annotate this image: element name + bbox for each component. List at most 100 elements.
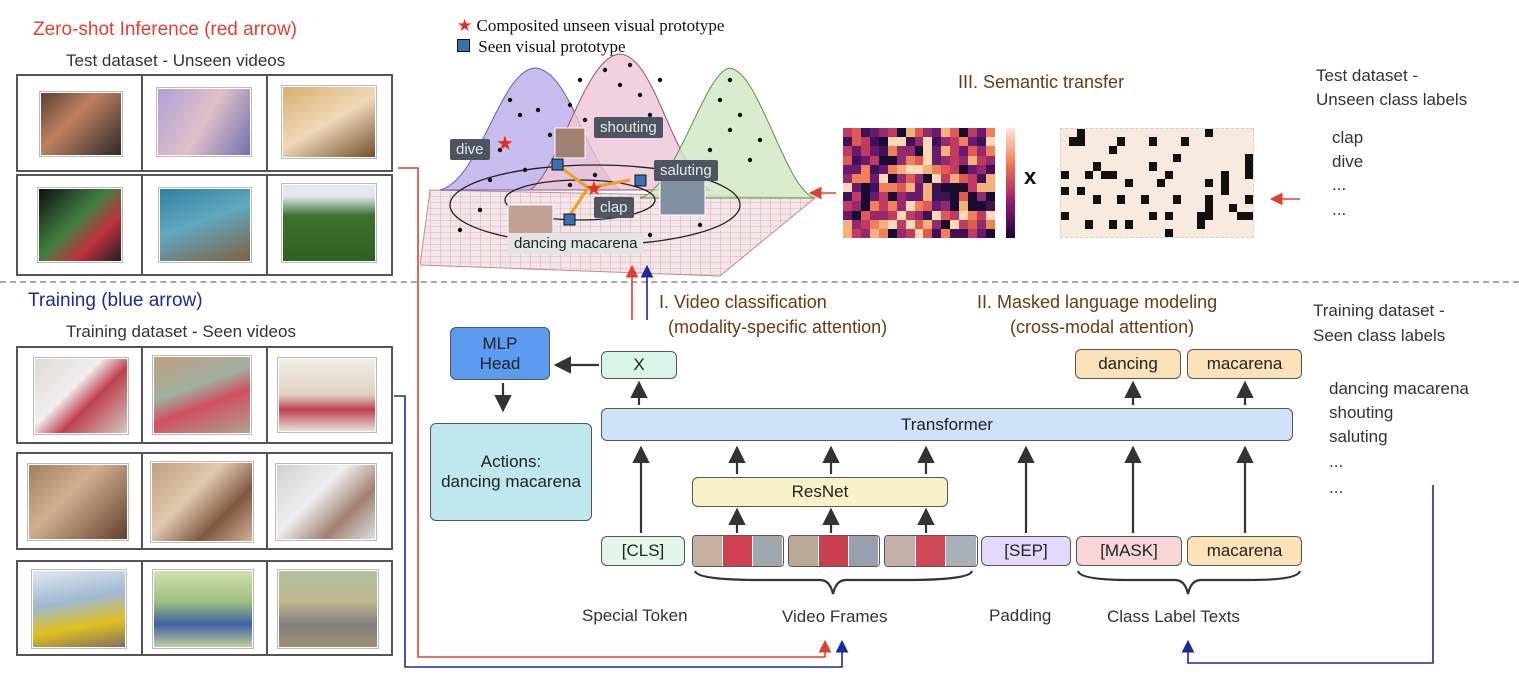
heatmap-cell <box>932 201 942 211</box>
heatmap-cell <box>896 183 906 193</box>
video-thumbnail <box>268 176 391 274</box>
video-thumbnail <box>18 76 143 170</box>
test-videos-title: Test dataset - Unseen videos <box>66 51 286 70</box>
heatmap-cell <box>869 128 879 138</box>
heatmap-cell <box>986 137 995 147</box>
heatmap-cell <box>977 128 987 138</box>
heatmap-cell <box>914 192 924 202</box>
heatmap-cell <box>914 155 924 165</box>
heatmap-cell <box>932 146 942 156</box>
heatmap-cell <box>869 201 879 211</box>
matrix-cell <box>1245 195 1253 204</box>
heatmap-cell <box>905 228 915 238</box>
heatmap-cell <box>869 155 879 165</box>
video-thumbnail <box>268 562 391 654</box>
heatmap-cell <box>923 201 933 211</box>
heatmap-cell <box>977 228 987 238</box>
heatmap-cell <box>878 164 888 174</box>
heatmap-cell <box>977 183 987 193</box>
heatmap-cell <box>905 192 915 202</box>
heatmap-cell <box>914 228 924 238</box>
composited-star-dive: ★ <box>496 131 514 155</box>
cls-token-box: [CLS] <box>601 536 685 566</box>
heatmap-cell <box>878 155 888 165</box>
heatmap-cell <box>950 201 960 211</box>
video-classification-title: I. Video classification <box>659 292 827 312</box>
matrix-cell <box>1141 195 1149 204</box>
heatmap-cell <box>977 155 987 165</box>
matrix-cell <box>1245 153 1253 163</box>
heatmap-cell <box>986 183 995 193</box>
video-inset <box>659 179 706 216</box>
heatmap-cell <box>968 137 978 147</box>
heatmap-cell <box>959 164 969 174</box>
matrix-cell <box>1077 137 1085 146</box>
heatmap-cell <box>860 137 870 147</box>
video-thumbnail <box>143 76 268 170</box>
seen-prototype-marker <box>563 213 576 226</box>
heatmap-cell <box>896 155 906 165</box>
heatmap-cell <box>968 183 978 193</box>
heatmap-cell <box>923 137 933 147</box>
heatmap-cell <box>860 183 870 193</box>
red-star-icon: ★ <box>457 16 473 35</box>
matrix-cell <box>1077 129 1085 138</box>
heatmap-cell <box>887 164 897 174</box>
train-label-item: saluting <box>1329 427 1388 446</box>
heatmap-cell <box>896 146 906 156</box>
heatmap-cell <box>986 228 995 238</box>
heatmap-cell <box>932 219 942 229</box>
matrix-cell <box>1125 178 1133 188</box>
heatmap-cell <box>950 173 960 183</box>
heatmap-cell <box>923 146 933 156</box>
section-divider <box>0 281 1519 283</box>
matrix-cell <box>1197 220 1205 229</box>
video-frame-token <box>884 535 978 567</box>
heatmap-cell <box>923 219 933 229</box>
blue-square-icon <box>457 39 470 52</box>
heatmap-cell <box>860 164 870 174</box>
heatmap-cell <box>959 146 969 156</box>
heatmap-cell <box>843 210 852 220</box>
heatmap-cell <box>887 219 897 229</box>
heatmap-cell <box>905 155 915 165</box>
heatmap-cell <box>959 137 969 147</box>
test-label-item: ... <box>1332 200 1347 219</box>
heatmap-cell <box>869 164 879 174</box>
heatmap-cell <box>986 146 995 156</box>
heatmap-cell <box>851 164 861 174</box>
heatmap-cell <box>932 210 942 220</box>
heatmap-cell <box>941 219 951 229</box>
heatmap-cell <box>887 201 897 211</box>
video-thumbnail <box>143 454 268 548</box>
matrix-cell <box>1221 178 1229 188</box>
heatmap-cell <box>887 228 897 238</box>
mask-token-box: [MASK] <box>1076 536 1182 566</box>
plot-label-dive: dive <box>450 139 490 160</box>
heatmap-cell <box>878 228 888 238</box>
heatmap-cell <box>932 228 942 238</box>
heatmap-cell <box>941 201 951 211</box>
heatmap-cell <box>869 219 879 229</box>
mlp-head-box: MLP Head <box>450 327 550 380</box>
heatmap-cell <box>986 210 995 220</box>
heatmap-cell <box>869 210 879 220</box>
heatmap-cell <box>932 173 942 183</box>
heatmap-cell <box>860 210 870 220</box>
heatmap-cell <box>896 219 906 229</box>
mlm-subtitle: (cross-modal attention) <box>1010 317 1195 337</box>
heatmap-cell <box>923 192 933 202</box>
matrix-cell <box>1205 203 1213 213</box>
matrix-cell <box>1061 187 1069 196</box>
heatmap-cell <box>878 173 888 183</box>
heatmap-cell <box>843 137 852 147</box>
matrix-cell <box>1181 137 1189 146</box>
heatmap-cell <box>977 137 987 147</box>
matrix-cell <box>1205 178 1213 188</box>
heatmap-cell <box>887 192 897 202</box>
heatmap-cell <box>869 228 879 238</box>
sep-token-box: [SEP] <box>981 536 1071 566</box>
heatmap-cell <box>932 192 942 202</box>
heatmap-cell <box>843 219 852 229</box>
video-thumbnail <box>18 348 143 442</box>
